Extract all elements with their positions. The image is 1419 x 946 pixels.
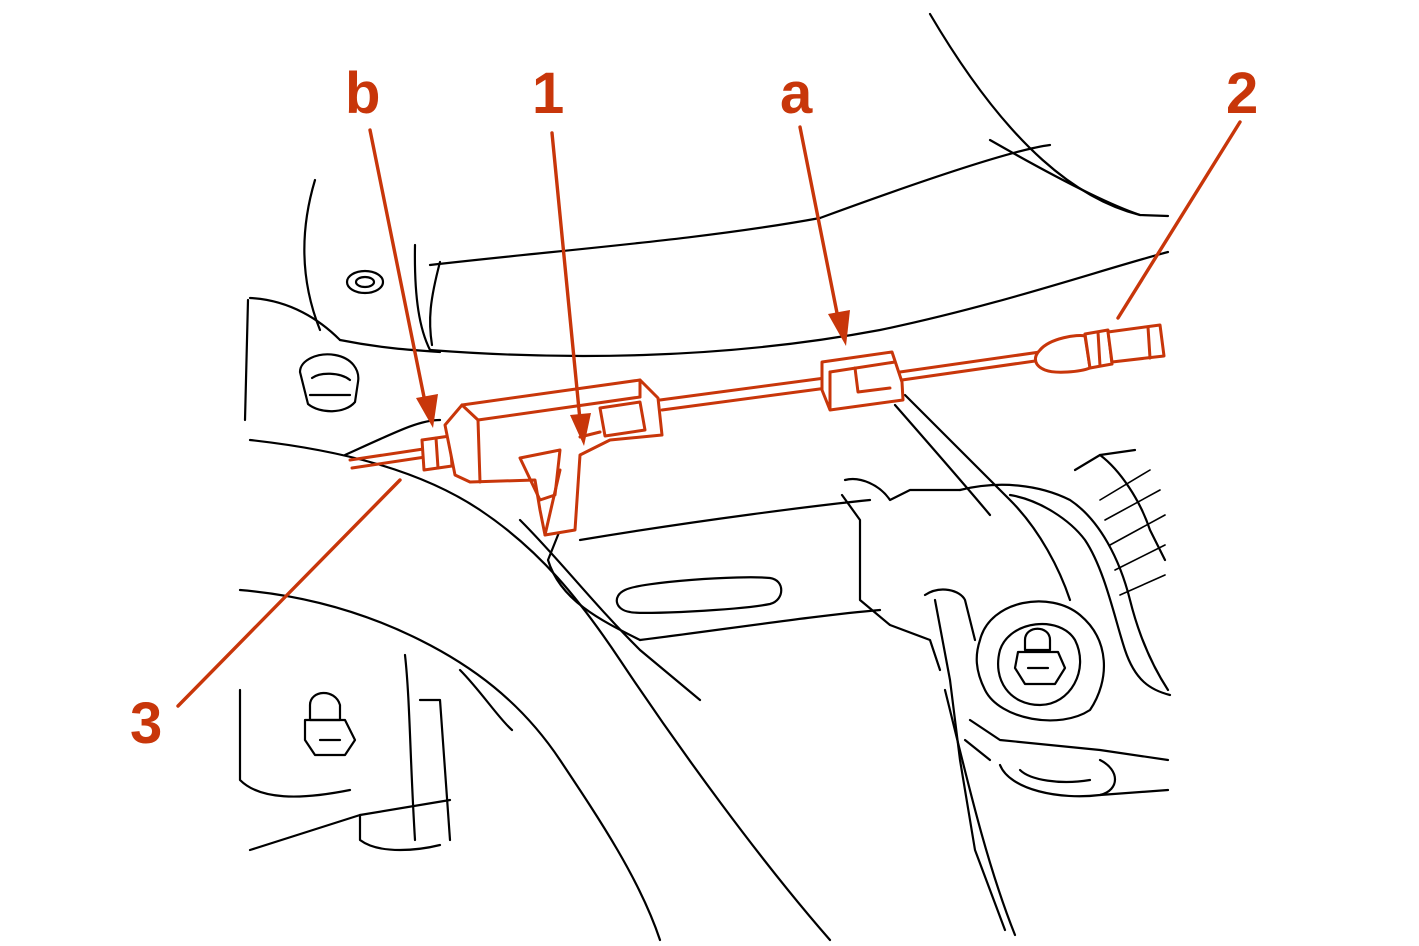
callout-b: b [345,61,380,126]
callout-labels: b 1 a 2 3 [130,61,1258,756]
leader-b [368,128,438,428]
leader-2 [1116,120,1242,320]
highlighted-cable-assembly [348,323,1166,537]
leader-lines [176,120,1242,708]
cable-clamp-1 [443,378,664,537]
lower-left-bolt [303,691,357,757]
frame-linework [238,12,1172,942]
leader-1 [550,131,591,446]
callout-3: 3 [130,691,162,756]
callout-a: a [780,61,813,126]
leader-a [798,125,850,346]
callout-2: 2 [1226,61,1258,126]
slot-cutout [615,576,783,614]
right-bolt [1013,627,1067,686]
upper-left-bolt [298,269,385,413]
callout-1: 1 [532,61,564,126]
cable-end-fitting-2 [1033,323,1166,374]
leader-3 [176,478,402,708]
cable-clip-a [820,350,905,412]
